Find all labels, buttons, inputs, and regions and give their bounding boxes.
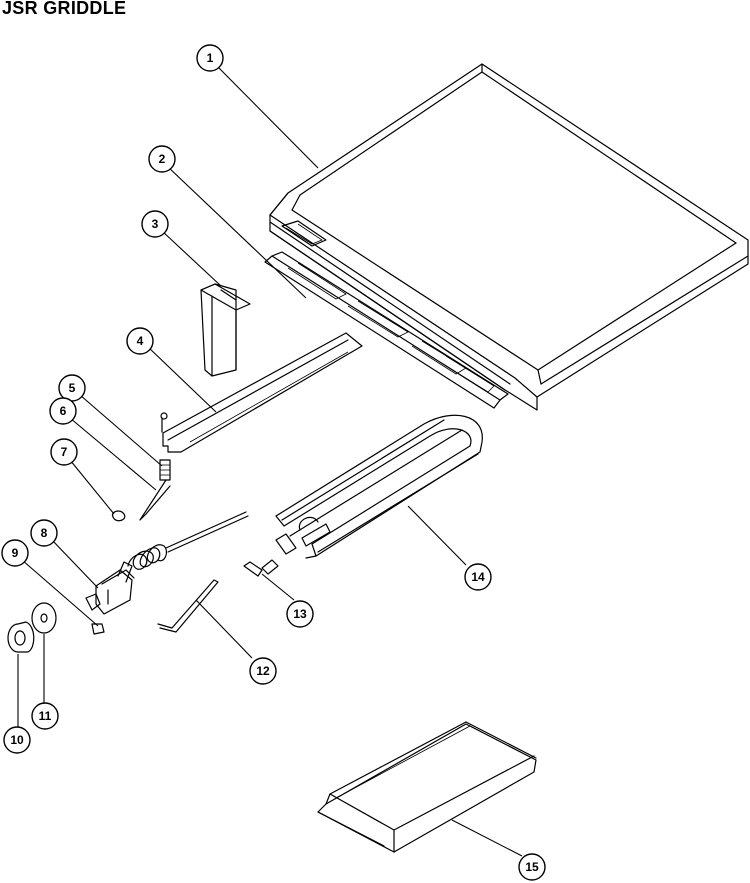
u-burner-tube [275,414,483,559]
callout-14: 14 [464,563,492,591]
callout-7-label: 7 [61,445,68,459]
spring-coil [127,511,249,570]
callout-4: 4 [126,327,154,355]
callout-7: 7 [50,438,78,466]
control-knob [7,621,35,653]
callout-4-label: 4 [137,334,144,348]
callout-6-label: 6 [60,404,67,418]
grease-drawer [317,721,537,853]
callout-8: 8 [30,519,58,547]
callout-11-label: 11 [39,709,52,723]
screw [159,459,171,481]
callout-6: 6 [49,397,77,425]
callout-15-label: 15 [525,860,539,874]
callout-1-label: 1 [207,51,214,65]
leader-lines [17,65,523,857]
callout-15: 15 [518,853,546,881]
callout-10-label: 10 [10,733,24,747]
thermocouple-wire [139,479,171,521]
pilot-tube [157,579,219,633]
callout-3-label: 3 [152,217,159,231]
knob-bezel [31,602,57,634]
callout-2: 2 [148,145,176,173]
clip [111,510,126,522]
front-rail [264,251,509,409]
callout-12: 12 [249,657,277,685]
burner-bracket [160,332,363,453]
callout-13: 13 [286,600,314,628]
callout-14-label: 14 [471,570,485,584]
callout-5: 5 [58,374,86,402]
griddle-plate [269,63,749,411]
callout-2-label: 2 [159,152,166,166]
callout-13-label: 13 [293,607,307,621]
diagram-title: JSR GRIDDLE [2,0,127,18]
callout-3: 3 [141,210,169,238]
callout-9-label: 9 [12,546,19,560]
callout-9: 9 [1,539,29,567]
callout-10: 10 [3,726,31,754]
small-fitting [91,623,105,635]
callout-1: 1 [196,44,224,72]
orifice-fitting [243,559,279,577]
callout-5-label: 5 [69,381,76,395]
callout-8-label: 8 [41,526,48,540]
burner-box [200,283,251,377]
callout-11: 11 [31,702,59,730]
gas-valve [85,561,135,615]
callout-12-label: 12 [256,664,270,678]
